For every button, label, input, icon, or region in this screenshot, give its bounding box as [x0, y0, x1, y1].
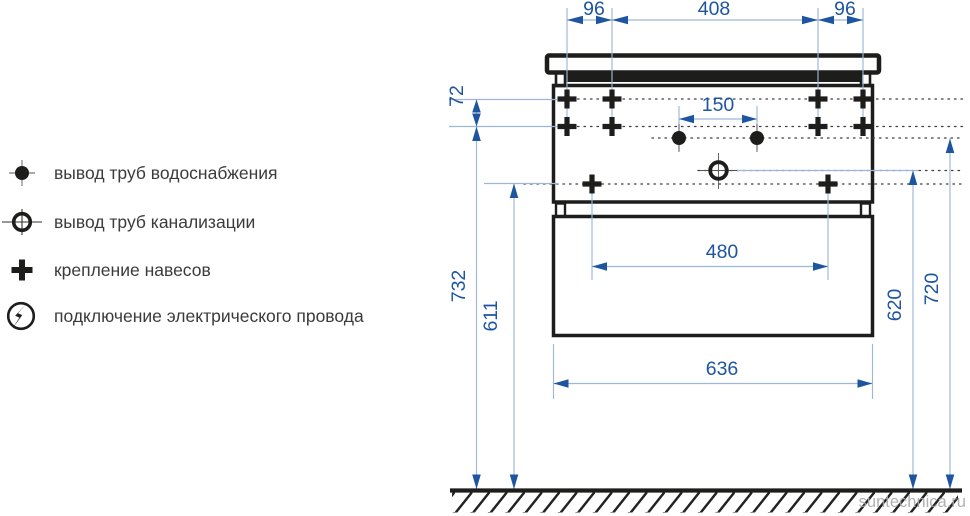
legend-item-sewage: вывод труб канализации	[2, 209, 255, 235]
sewage-legend-icon	[11, 211, 33, 233]
legend-label-mount: крепление навесов	[54, 260, 211, 280]
countertop-right-notch	[859, 71, 872, 88]
watermark: suntechnica.ru	[859, 493, 966, 511]
drawer-gap-left-notch	[554, 202, 567, 218]
dim-right-720: 720	[921, 273, 943, 306]
legend-label-electric: подключение электрического провода	[54, 306, 364, 326]
mount-cross-icon	[602, 117, 622, 136]
electric-legend-icon-circle	[6, 301, 36, 331]
legend-item-mount: крепление навесов	[11, 259, 211, 281]
sewage-symbol	[700, 153, 737, 189]
countertop	[544, 53, 882, 75]
dim-mount-480: 480	[706, 241, 739, 263]
countertop-left-notch	[554, 71, 567, 88]
water-supply-outlet-icon	[750, 131, 764, 145]
cabinet-outline	[544, 53, 882, 338]
mount-cross-icon	[808, 89, 828, 109]
reference-dotted-lines	[523, 98, 964, 185]
cabinet-carcass	[551, 83, 875, 204]
dim-left-611: 611	[480, 300, 502, 331]
dim-top-408: 408	[698, 0, 731, 20]
drawer-gap-right-notch	[859, 202, 872, 218]
mount-cross-icon	[808, 117, 828, 136]
mount-cross-icon	[818, 174, 838, 194]
legend-item-electric: подключение электрического провода	[6, 301, 364, 331]
mount-legend-icon	[11, 259, 33, 281]
mount-cross-icon	[602, 89, 622, 109]
mount-cross-icon	[557, 117, 577, 136]
water-supply-legend-icon	[15, 166, 29, 180]
dim-left-72: 72	[446, 85, 468, 107]
mount-cross-icon	[853, 117, 873, 136]
legend-label-water-supply: вывод труб водоснабжения	[54, 163, 278, 183]
dim-left-732: 732	[448, 270, 470, 303]
sewage-outlet-icon	[708, 160, 729, 181]
mount-cross-icon	[582, 174, 602, 194]
ground-hatching	[452, 492, 958, 513]
dim-top-left-96: 96	[583, 0, 605, 20]
legend: вывод труб водоснабжения вывод труб кана…	[2, 160, 364, 331]
mount-cross-icon	[853, 89, 873, 109]
lightning-bolt-icon	[12, 303, 27, 329]
dimension-arrows	[472, 15, 955, 489]
mounting-cross-symbols	[557, 89, 873, 194]
water-supply-outlet-icon	[672, 131, 686, 145]
dim-right-620: 620	[884, 289, 906, 322]
ground	[450, 488, 962, 513]
mount-cross-icon	[557, 89, 577, 109]
dim-top-right-96: 96	[834, 0, 856, 20]
drawer-front	[551, 214, 875, 338]
legend-item-water-supply: вывод труб водоснабжения	[9, 160, 278, 186]
countertop-shadow-bar	[564, 73, 862, 82]
dimension-labels: 96 408 96 150 480 636 72 732 611 620 720	[446, 0, 943, 380]
water-supply-symbols	[672, 124, 764, 152]
dim-width-636: 636	[706, 358, 739, 380]
legend-label-sewage: вывод труб канализации	[54, 212, 255, 232]
dim-faucet-150: 150	[702, 94, 735, 116]
